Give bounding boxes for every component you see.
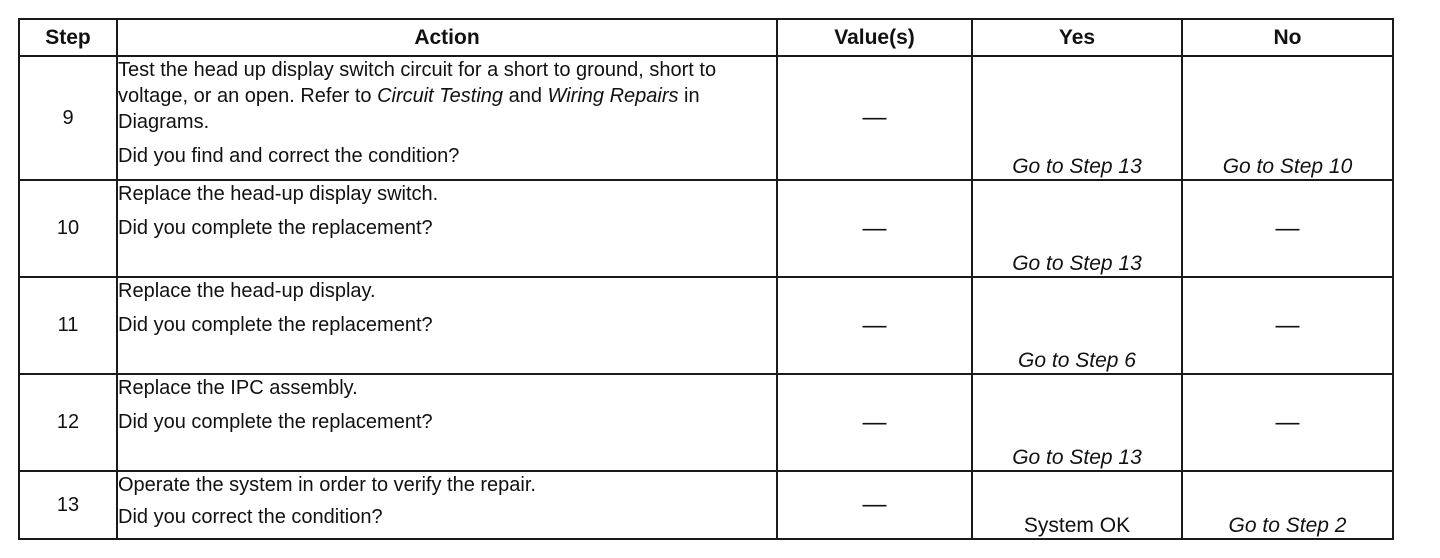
circuit-testing-reference: Circuit Testing (377, 85, 504, 107)
no-cell: Go to Step 2 (1181, 470, 1394, 540)
step-number: 12 (18, 373, 118, 472)
value-cell: — (776, 276, 973, 375)
no-cell: — (1181, 179, 1394, 278)
action-question: Did you complete the replacement? (118, 411, 433, 433)
header-step: Step (18, 18, 118, 57)
value-cell: — (776, 179, 973, 278)
action-text-part: and (503, 85, 548, 107)
action-question: Did you complete the replacement? (118, 314, 433, 336)
no-cell: — (1181, 276, 1394, 375)
step-number: 10 (18, 179, 118, 278)
action-cell: Operate the system in order to verify th… (116, 470, 778, 540)
action-question: Did you find and correct the condition? (118, 145, 460, 167)
diagnostic-table: Step Action Value(s) Yes No 9 Test the h… (18, 18, 1394, 540)
action-cell: Replace the head-up display. Did you com… (116, 276, 778, 375)
table-row: 9 Test the head up display switch circui… (18, 55, 1394, 181)
header-values: Value(s) (776, 18, 973, 57)
action-text-part: Test the head up display switch circuit … (118, 59, 717, 107)
step-number: 9 (18, 55, 118, 181)
action-question: Did you complete the replacement? (118, 217, 433, 239)
no-cell: — (1181, 373, 1394, 472)
header-yes: Yes (971, 18, 1183, 57)
action-text: Operate the system in order to verify th… (118, 474, 536, 496)
yes-cell: Go to Step 6 (971, 276, 1183, 375)
table-row: 10 Replace the head-up display switch. D… (18, 179, 1394, 278)
step-number: 13 (18, 470, 118, 540)
value-cell: — (776, 55, 973, 181)
step-number: 11 (18, 276, 118, 375)
no-cell: Go to Step 10 (1181, 55, 1394, 181)
action-cell: Test the head up display switch circuit … (116, 55, 778, 181)
table-row: 12 Replace the IPC assembly. Did you com… (18, 373, 1394, 472)
header-no: No (1181, 18, 1394, 57)
action-question: Did you correct the condition? (118, 506, 383, 528)
yes-cell: Go to Step 13 (971, 373, 1183, 472)
value-cell: — (776, 373, 973, 472)
action-text: Replace the IPC assembly. (118, 377, 358, 399)
action-text-part: in Diagrams. (118, 85, 700, 133)
action-text: Test the head up display switch circuit … (118, 57, 776, 135)
table-row: 13 Operate the system in order to verify… (18, 470, 1394, 540)
action-text: Replace the head-up display switch. (118, 183, 439, 205)
wiring-repairs-reference: Wiring Repairs (547, 85, 679, 107)
value-cell: — (776, 470, 973, 540)
yes-cell: Go to Step 13 (971, 55, 1183, 181)
header-row: Step Action Value(s) Yes No (18, 18, 1394, 57)
yes-cell: System OK (971, 470, 1183, 540)
header-action: Action (116, 18, 778, 57)
action-cell: Replace the head-up display switch. Did … (116, 179, 778, 278)
table-row: 11 Replace the head-up display. Did you … (18, 276, 1394, 375)
action-text: Replace the head-up display. (118, 280, 376, 302)
action-cell: Replace the IPC assembly. Did you comple… (116, 373, 778, 472)
yes-cell: Go to Step 13 (971, 179, 1183, 278)
